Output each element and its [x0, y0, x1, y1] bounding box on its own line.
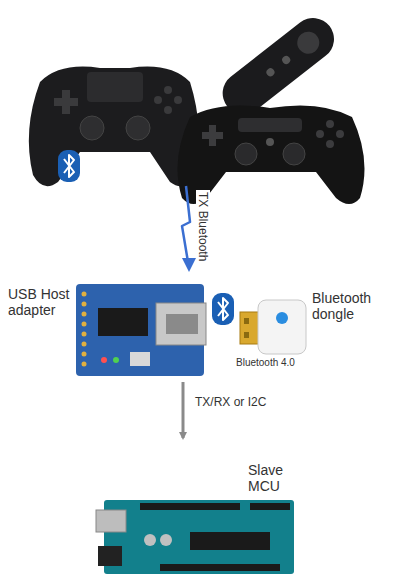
header-strip [140, 503, 240, 510]
nav-stick [293, 27, 324, 58]
bluetooth-rune [218, 298, 228, 320]
bolt-line [182, 186, 190, 262]
led [113, 357, 119, 363]
component-node: USB Host adapter [8, 280, 206, 380]
component-node: Slave MCU [96, 440, 296, 576]
nav-button [281, 54, 292, 65]
pcb [104, 500, 294, 574]
face-button [164, 86, 172, 94]
led [101, 357, 107, 363]
controller-body [29, 67, 199, 187]
touchpad [87, 72, 143, 102]
signal-label: TX Bluetooth [196, 190, 210, 263]
bolt-head [182, 258, 196, 272]
header-strip [250, 503, 290, 510]
pin-header [82, 292, 87, 367]
bluetooth-icon [58, 150, 80, 182]
product-text: Bluetooth 4.0 [236, 357, 326, 369]
wireless-bolt [182, 186, 196, 272]
capacitor [144, 534, 156, 546]
bluetooth-rune [64, 155, 74, 177]
dongle-body [258, 300, 306, 354]
ps-button [266, 138, 274, 146]
ds4-controller [29, 67, 199, 187]
usb-host-board [76, 284, 206, 376]
face-button [174, 96, 182, 104]
plug-hole [244, 332, 249, 338]
capacitor [160, 534, 172, 546]
usb-socket [96, 510, 126, 532]
face-button [316, 130, 324, 138]
data-link-arrow [182, 382, 185, 438]
analog-stick [126, 116, 150, 140]
nav-button [265, 67, 276, 78]
analog-stick [283, 143, 305, 165]
bluetooth-badge [212, 293, 234, 325]
bluetooth-badge [58, 150, 80, 182]
component-node: Bluetooth dongleBluetooth 4.0 [210, 284, 394, 376]
controller-band [238, 118, 302, 132]
dongle-logo [276, 312, 288, 324]
dpad [202, 125, 223, 146]
face-button [336, 130, 344, 138]
bluetooth-dongle-picture [240, 300, 306, 354]
bluetooth-icon [212, 293, 234, 325]
usb-connector [156, 303, 206, 345]
dpad [54, 90, 78, 114]
power-jack [98, 546, 122, 566]
ic-chip [98, 308, 148, 336]
analog-stick [235, 143, 257, 165]
arduino-board [96, 500, 294, 574]
node-label: Slave MCU [248, 462, 294, 494]
component [130, 352, 150, 366]
header-strip [160, 564, 280, 571]
pcb [76, 284, 204, 376]
node-label: Bluetooth dongle [312, 290, 392, 322]
microcontroller-chip [190, 532, 270, 550]
plug-hole [244, 318, 249, 324]
face-button [154, 96, 162, 104]
analog-stick [80, 116, 104, 140]
face-button [326, 140, 334, 148]
link-label: TX/RX or I2C [193, 395, 268, 409]
usb-port [166, 314, 198, 334]
node-label: USB Host adapter [8, 286, 72, 318]
face-button [164, 106, 172, 114]
face-button [326, 120, 334, 128]
